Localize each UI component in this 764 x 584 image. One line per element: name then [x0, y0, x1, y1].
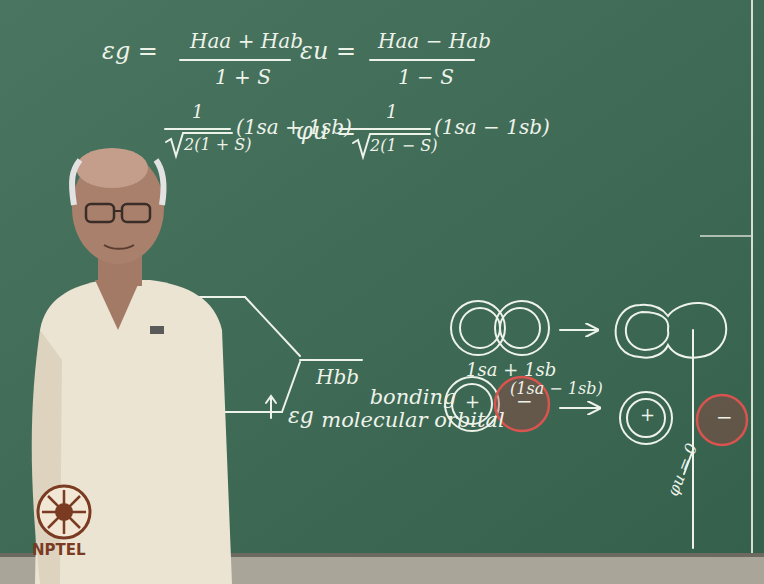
chalk-text: εg	[288, 404, 314, 428]
chalk-text: −	[716, 406, 733, 428]
chalk-text: εg =	[102, 38, 158, 64]
chalk-text: φu =	[296, 118, 356, 144]
chalk-text: (1sa − 1sb)	[434, 116, 550, 138]
logo-text: NPTEL	[32, 542, 86, 559]
chalk-text: −	[516, 390, 533, 412]
nptel-logo	[38, 486, 90, 538]
chalk-text: Haa + Hab	[190, 30, 303, 52]
chalk-strokes	[160, 60, 726, 548]
chalk-text: 2(1 + S)	[184, 136, 251, 154]
chalk-text: 1sa + 1sb	[466, 360, 556, 380]
chalk-text: 2(1 − S)	[370, 137, 437, 155]
chalk-text: +	[640, 405, 655, 425]
chalk-text: 1	[386, 102, 397, 122]
lecturer	[32, 148, 232, 584]
chalk-text: 1 − S	[398, 66, 454, 88]
negative-lobes	[495, 377, 747, 445]
chalk-text: Haa − Hab	[378, 30, 491, 52]
chalk-text: 1 + S	[215, 66, 271, 88]
chalk-text: +	[465, 392, 480, 412]
chalk-text: Hbb	[316, 366, 359, 388]
chalk-text: 1	[192, 102, 203, 122]
chalk-text: εu =	[300, 38, 356, 64]
